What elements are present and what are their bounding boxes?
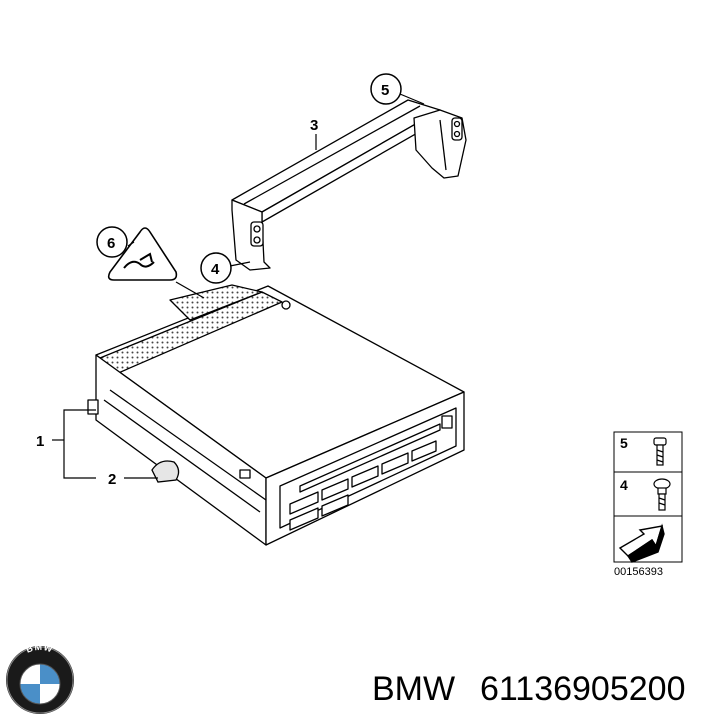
svg-text:6: 6 — [107, 235, 115, 252]
legend-label-4: 4 — [620, 477, 628, 493]
callout-6: 6 — [96, 226, 128, 258]
svg-text:4: 4 — [211, 261, 220, 278]
svg-text:3: 3 — [310, 117, 318, 134]
diagram-id: 00156393 — [614, 566, 663, 578]
warning-triangle-icon — [107, 227, 178, 281]
brand-name: BMW — [372, 670, 455, 708]
callout-2: 2 — [108, 471, 116, 488]
connector-cap — [151, 460, 180, 483]
svg-text:1: 1 — [36, 433, 44, 450]
arrow-icon — [618, 523, 665, 563]
svg-text:BMW: BMW — [25, 642, 55, 655]
part-caption: BMW 61136905200 — [372, 670, 685, 708]
legend-label-5: 5 — [620, 435, 628, 451]
leader-lines — [52, 93, 425, 479]
part-number: 61136905200 — [480, 670, 685, 708]
bmw-roundel-icon: BMW — [6, 642, 74, 714]
screw-icon — [653, 437, 667, 466]
callout-1: 1 — [36, 433, 44, 450]
screw-icon — [653, 478, 671, 511]
svg-text:2: 2 — [108, 471, 116, 488]
callout-3: 3 — [310, 117, 318, 134]
callout-4: 4 — [200, 252, 232, 284]
svg-text:5: 5 — [381, 82, 389, 99]
fastener-legend: 5 4 00156393 — [613, 431, 683, 578]
mounting-bracket — [231, 99, 467, 271]
dvd-changer-unit — [87, 284, 465, 546]
callout-5: 5 — [370, 73, 402, 105]
